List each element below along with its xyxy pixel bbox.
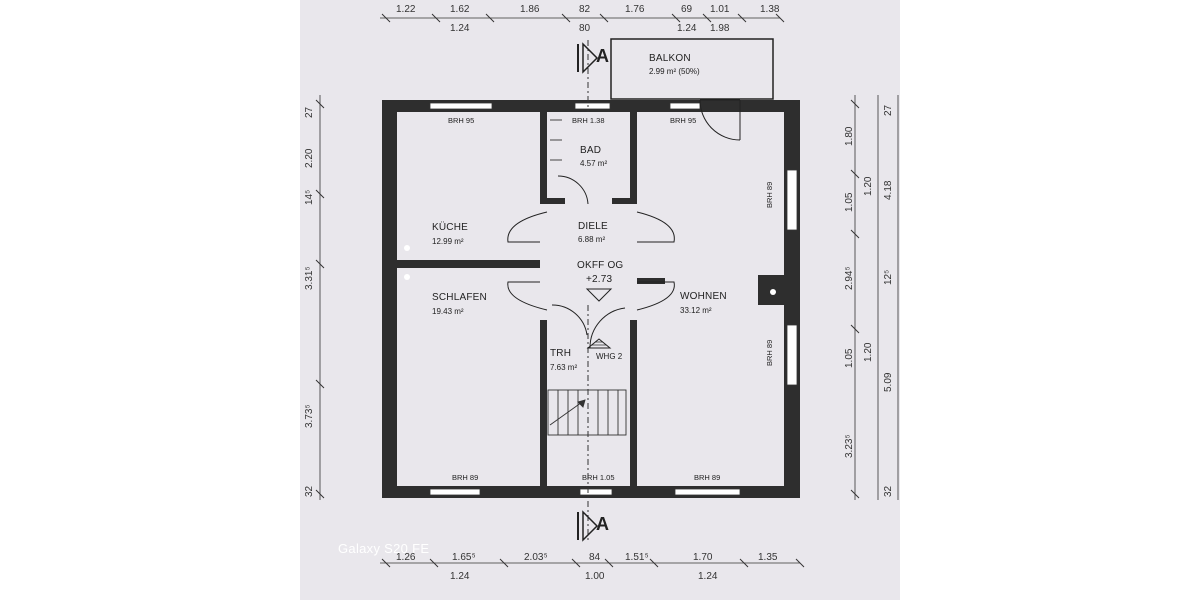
unit-marker-hatch <box>592 341 606 346</box>
dim-right-outer-5: 32 <box>883 485 894 497</box>
dim-top-3: 1.86 <box>520 4 540 15</box>
dim-right-outer-4: 5.09 <box>883 372 894 392</box>
dim-bottom-row2-1: 1.24 <box>450 571 470 582</box>
section-label-bottom: A <box>596 514 609 534</box>
dim-top-7: 1.01 <box>710 4 730 15</box>
dim-bottom-1: 1.26 <box>396 552 416 563</box>
brh-schlafen-bottom: BRH 89 <box>452 473 479 482</box>
dim-right-inner-1: 1.80 <box>844 126 855 146</box>
dim-bottom-6: 1.70 <box>693 552 713 563</box>
room-name-diele: DIELE <box>578 221 608 232</box>
dim-right-mid-2: 1.20 <box>863 342 874 362</box>
dim-top-row2-4: 1.98 <box>710 23 730 34</box>
floor-plan-sheet: 1.22 1.62 1.86 82 1.76 69 1.01 1.38 1.24… <box>300 0 900 600</box>
level-height: +2.73 <box>586 274 613 285</box>
dim-bottom-row2-3: 1.24 <box>698 571 718 582</box>
dim-top-8: 1.38 <box>760 4 780 15</box>
dimension-lines <box>319 17 899 564</box>
brh-bad-top: BRH 1.38 <box>572 116 605 125</box>
dim-left-1: 27 <box>304 106 315 118</box>
dim-bottom-2: 1.65⁵ <box>452 552 476 563</box>
room-name-schlafen: SCHLAFEN <box>432 292 487 303</box>
dim-top-5: 1.76 <box>625 4 645 15</box>
dim-left-4: 3.31⁵ <box>304 266 315 290</box>
dim-top-row2-2: 80 <box>579 23 591 34</box>
section-arrows <box>582 42 599 542</box>
dim-right-outer-2: 4.18 <box>883 180 894 200</box>
dim-left-2: 2.20 <box>304 148 315 168</box>
dim-right-inner-5: 3.23⁵ <box>844 434 855 458</box>
dim-right-inner-2: 1.05 <box>844 192 855 212</box>
brh-wohnen-right-upper: BRH 89 <box>765 181 774 208</box>
balcony-outline <box>610 38 774 100</box>
camera-watermark: Galaxy S20 FE <box>338 541 430 556</box>
stairs <box>547 119 627 436</box>
unit-marker-icon <box>586 338 612 349</box>
room-name-balkon: BALKON <box>649 53 691 64</box>
room-area-trh: 7.63 m² <box>550 363 578 372</box>
section-label-top: A <box>596 46 609 66</box>
brh-wohnen-bottom: BRH 89 <box>694 473 721 482</box>
level-name: OKFF OG <box>577 260 624 271</box>
dim-right-inner-3: 2.94⁵ <box>844 266 855 290</box>
dim-left-6: 32 <box>304 485 315 497</box>
room-name-wohnen: WOHNEN <box>680 291 727 302</box>
room-name-kueche: KÜCHE <box>432 222 469 233</box>
brh-trh-bottom: BRH 1.05 <box>582 473 615 482</box>
dim-top-row2-3: 1.24 <box>677 23 697 34</box>
windows <box>429 102 798 496</box>
room-area-wohnen: 33.12 m² <box>680 306 712 315</box>
dim-right-mid-1: 1.20 <box>863 176 874 196</box>
room-area-kueche: 12.99 m² <box>432 237 464 246</box>
level-marker-icon <box>585 288 613 302</box>
dim-left-5: 3.73⁵ <box>304 404 315 428</box>
room-area-balkon: 2.99 m² (50%) <box>649 67 700 76</box>
dim-top-row2-1: 1.24 <box>450 23 470 34</box>
dim-bottom-5: 1.51⁵ <box>625 552 649 563</box>
room-area-bad: 4.57 m² <box>580 159 608 168</box>
dim-top-6: 69 <box>681 4 693 15</box>
floor-plan-drawing <box>315 13 899 568</box>
dim-bottom-4: 84 <box>589 552 601 563</box>
dim-left-3: 14⁵ <box>304 189 315 205</box>
brh-wohnen-top: BRH 95 <box>670 116 697 125</box>
room-name-bad: BAD <box>580 145 602 156</box>
dim-right-outer-1: 27 <box>883 104 894 116</box>
brh-kueche-top: BRH 95 <box>448 116 475 125</box>
dim-right-inner-4: 1.05 <box>844 348 855 368</box>
dim-bottom-7: 1.35 <box>758 552 778 563</box>
dim-right-outer-3: 12⁵ <box>883 269 894 285</box>
flues <box>404 245 776 295</box>
dim-top-1: 1.22 <box>396 4 416 15</box>
dimension-ticks <box>315 13 860 568</box>
brh-wohnen-right-lower: BRH 89 <box>765 339 774 366</box>
room-name-trh: TRH <box>550 348 572 359</box>
room-area-diele: 6.88 m² <box>578 235 606 244</box>
dim-bottom-row2-2: 1.00 <box>585 571 605 582</box>
room-area-schlafen: 19.43 m² <box>432 307 464 316</box>
dim-bottom-3: 2.03⁵ <box>524 552 548 563</box>
dim-top-2: 1.62 <box>450 4 470 15</box>
doors <box>507 99 741 349</box>
dim-top-4: 82 <box>579 4 591 15</box>
unit-label: WHG 2 <box>596 352 623 361</box>
